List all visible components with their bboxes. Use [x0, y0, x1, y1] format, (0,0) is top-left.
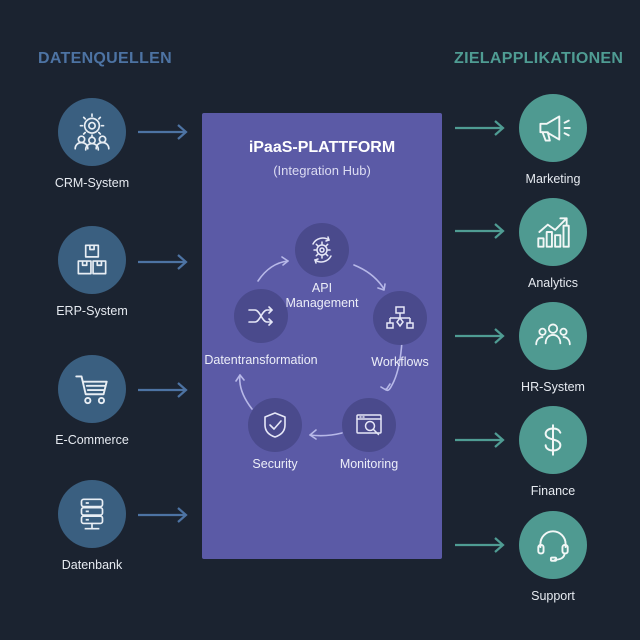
people-group-icon — [519, 302, 587, 370]
arrow-datenbank-to-hub — [138, 507, 188, 523]
target-label: Finance — [530, 484, 576, 498]
shield-check-icon — [248, 398, 302, 452]
hub-title: iPaaS-PLATTFORM — [248, 139, 396, 156]
target-label: Analytics — [527, 276, 579, 290]
dollar-icon — [519, 406, 587, 474]
arrow-hub-to-finance — [455, 432, 505, 448]
hub-api-label-line2: Management — [285, 296, 359, 310]
ipaas-platform-hub: iPaaS-PLATTFORM (Integration Hub) API Ma… — [202, 113, 442, 559]
hub-datentransformation[interactable]: Datentransformation — [186, 289, 336, 368]
arrow-erp-to-hub — [138, 254, 188, 270]
hub-monitoring[interactable]: Monitoring — [309, 398, 429, 472]
target-hr-system[interactable]: HR-System — [488, 302, 618, 394]
hub-subtitle: (Integration Hub) — [273, 163, 371, 178]
source-label: CRM-System — [54, 176, 130, 190]
arrow-hub-to-hr — [455, 328, 505, 344]
shopping-cart-icon — [58, 355, 126, 423]
source-label: E-Commerce — [55, 433, 129, 447]
crm-gear-people-icon — [58, 98, 126, 166]
target-support[interactable]: Support — [488, 511, 618, 603]
hub-transformation-label: Datentransformation — [204, 353, 318, 367]
hub-security[interactable]: Security — [215, 398, 335, 472]
hub-security-label: Security — [252, 457, 298, 471]
right-column-title: ZIELAPPLIKATIONEN — [454, 50, 624, 67]
boxes-icon — [58, 226, 126, 294]
gear-sync-icon — [295, 223, 349, 277]
headset-icon — [519, 511, 587, 579]
target-marketing[interactable]: Marketing — [488, 94, 618, 186]
hub-api-management[interactable]: API Management — [262, 223, 382, 311]
arrow-hub-to-analytics — [455, 223, 505, 239]
left-column-title: DATENQUELLEN — [38, 50, 172, 67]
source-datenbank[interactable]: Datenbank — [27, 480, 157, 572]
megaphone-icon — [519, 94, 587, 162]
arrow-ecommerce-to-hub — [138, 382, 188, 398]
process-cycle-arrows — [235, 256, 403, 440]
source-label: Datenbank — [61, 558, 123, 572]
hub-monitoring-label: Monitoring — [339, 457, 399, 471]
source-label: ERP-System — [56, 304, 128, 318]
database-icon — [58, 480, 126, 548]
arrow-hub-to-marketing — [455, 120, 505, 136]
bar-chart-icon — [519, 198, 587, 266]
hub-workflows[interactable]: Workflows — [340, 291, 460, 370]
source-crm[interactable]: CRM-System — [27, 98, 157, 190]
hub-workflows-label: Workflows — [371, 355, 429, 369]
target-label: Marketing — [525, 172, 581, 186]
monitoring-search-icon — [342, 398, 396, 452]
source-ecommerce[interactable]: E-Commerce — [27, 355, 157, 447]
target-label: HR-System — [521, 380, 585, 394]
target-finance[interactable]: Finance — [488, 406, 618, 498]
arrow-hub-to-support — [455, 537, 505, 553]
arrow-crm-to-hub — [138, 124, 188, 140]
source-erp[interactable]: ERP-System — [27, 226, 157, 318]
hub-api-label-line1: API — [311, 281, 333, 295]
target-analytics[interactable]: Analytics — [488, 198, 618, 290]
workflow-icon — [373, 291, 427, 345]
shuffle-icon — [234, 289, 288, 343]
target-label: Support — [531, 589, 575, 603]
